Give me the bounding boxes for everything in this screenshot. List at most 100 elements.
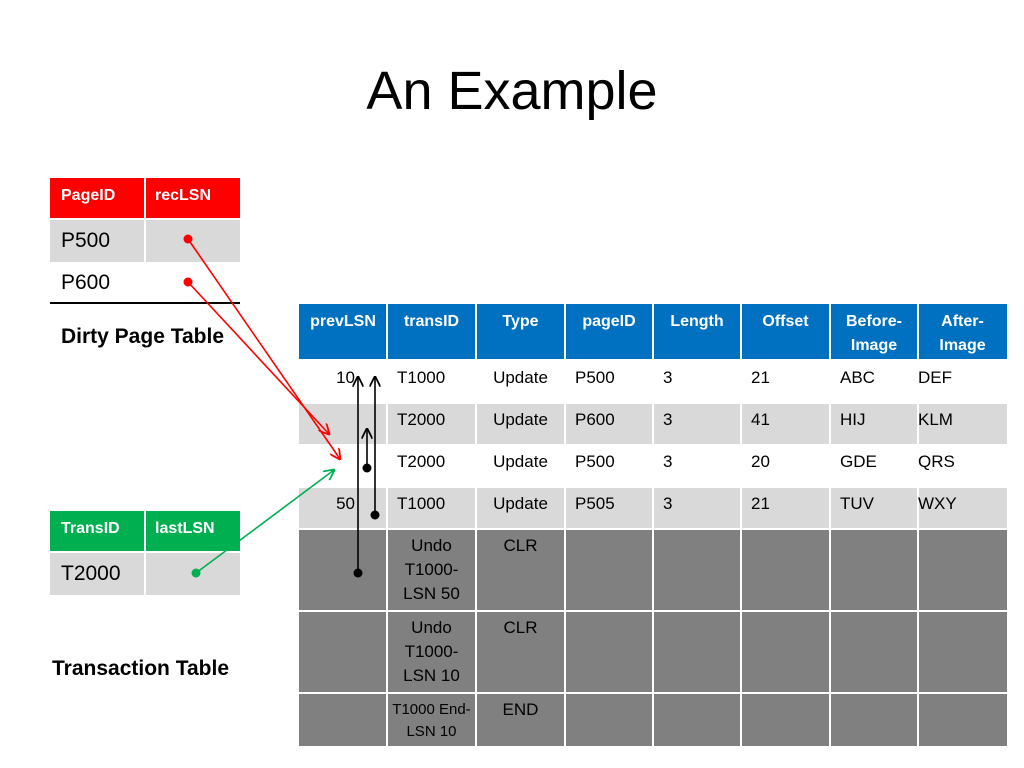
column-divider	[917, 529, 919, 611]
log-cell-offset: 21	[751, 494, 770, 513]
log-cell-transid: T2000	[397, 410, 446, 429]
t2000-lastlsn-arrow	[195, 470, 334, 574]
column-divider	[564, 487, 566, 529]
log-cell-after-image: QRS	[918, 452, 955, 471]
column-divider	[475, 487, 477, 529]
log-cell-offset: 20	[751, 452, 770, 471]
column-divider	[829, 693, 831, 746]
slide-title: An Example	[366, 61, 658, 121]
row4-prevlsn-dot	[370, 510, 380, 520]
column-divider	[144, 178, 146, 218]
column-divider	[386, 693, 388, 746]
dirty-page-table-caption: Dirty Page Table	[61, 325, 224, 348]
log-cell-pageid: P500	[575, 368, 615, 387]
log-cell-length: 3	[663, 410, 673, 429]
column-divider	[564, 304, 566, 361]
log-cell-type: CLR	[503, 618, 538, 637]
p500-reclsn-dot	[183, 234, 193, 244]
log-cell-after-image: KLM	[918, 410, 953, 429]
column-divider	[564, 529, 566, 611]
log-cell-prevlsn: 10	[336, 368, 355, 387]
row-divider	[299, 360, 1007, 362]
log-cell-transid: T2000	[397, 452, 446, 471]
column-divider	[740, 529, 742, 611]
p600-reclsn-arrow	[187, 281, 329, 434]
log-cell-pageid: P500	[575, 452, 615, 471]
column-divider	[740, 693, 742, 746]
log-cell-type: CLR	[503, 536, 538, 555]
log-cell-type: END	[502, 700, 539, 719]
log-cell-type: Update	[493, 494, 548, 513]
log-cell-length: 3	[663, 452, 673, 471]
log-cell-transid: T1000	[397, 494, 446, 513]
column-divider	[652, 693, 654, 746]
column-divider	[740, 403, 742, 445]
log-cell-transid: Undo T1000- LSN 10	[403, 618, 460, 685]
column-divider	[386, 529, 388, 611]
column-divider	[829, 487, 831, 529]
header-prevlsn: prevLSN	[310, 313, 376, 330]
column-divider	[386, 304, 388, 361]
header-length: Length	[670, 313, 724, 330]
column-divider	[917, 611, 919, 693]
column-divider	[386, 611, 388, 693]
column-divider	[475, 304, 477, 361]
header-transid: TransID	[61, 520, 120, 537]
log-cell-pageid: P505	[575, 494, 615, 513]
column-divider	[144, 553, 146, 595]
transaction-table-caption: Transaction Table	[52, 657, 229, 680]
column-divider	[564, 611, 566, 693]
column-divider	[917, 487, 919, 529]
header-transid: transID	[403, 313, 460, 330]
undo-lsn50-prevlsn-dot	[353, 568, 363, 578]
column-divider	[144, 220, 146, 262]
column-divider	[652, 611, 654, 693]
header-reclsn: recLSN	[155, 187, 212, 204]
row-divider	[299, 444, 1007, 446]
p500-reclsn-arrow	[187, 238, 340, 459]
log-cell-before-image: ABC	[840, 368, 875, 387]
log-cell-transid: Undo T1000- LSN 50	[403, 536, 460, 603]
header-offset: Offset	[762, 313, 809, 330]
column-divider	[475, 529, 477, 611]
log-cell-after-image: DEF	[918, 368, 952, 387]
column-divider	[564, 693, 566, 746]
log-cell-length: 3	[663, 494, 673, 513]
header-lastlsn: lastLSN	[155, 520, 215, 537]
trans-id-cell: T2000	[61, 562, 121, 585]
header-after-image: After- Image	[939, 313, 986, 354]
column-divider	[144, 511, 146, 551]
log-cell-before-image: TUV	[840, 494, 874, 513]
log-cell-before-image: HIJ	[840, 410, 866, 429]
header-before-image: Before- Image	[845, 313, 902, 354]
log-cell-type: Update	[493, 410, 548, 429]
header-pageid: PageID	[61, 187, 116, 204]
column-divider	[829, 611, 831, 693]
column-divider	[917, 693, 919, 746]
log-cell-transid: T1000 End- LSN 10	[392, 701, 471, 740]
column-divider	[475, 693, 477, 746]
p600-reclsn-dot	[183, 277, 193, 287]
header-pageid: pageID	[582, 313, 636, 330]
header-type: Type	[502, 313, 539, 330]
column-divider	[917, 403, 919, 445]
dirty-page-row-p600	[50, 262, 240, 304]
column-divider	[386, 403, 388, 445]
page-id-cell: P500	[61, 229, 111, 252]
column-divider	[652, 529, 654, 611]
column-divider	[386, 487, 388, 529]
log-cell-offset: 21	[751, 368, 770, 387]
column-divider	[829, 529, 831, 611]
column-divider	[740, 487, 742, 529]
log-cell-transid: T1000	[397, 368, 446, 387]
column-divider	[917, 304, 919, 361]
column-divider	[652, 403, 654, 445]
log-cell-pageid: P600	[575, 410, 615, 429]
log-cell-after-image: WXY	[918, 494, 957, 513]
log-cell-before-image: GDE	[840, 452, 877, 471]
column-divider	[829, 403, 831, 445]
log-cell-prevlsn: 50	[336, 494, 355, 513]
column-divider	[740, 304, 742, 361]
column-divider	[652, 304, 654, 361]
